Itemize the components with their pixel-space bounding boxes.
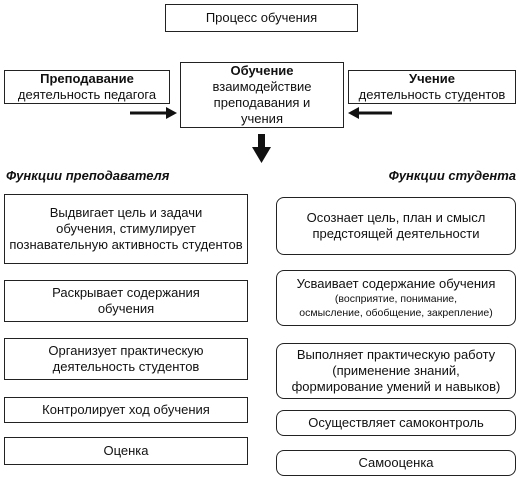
learning-core-line3: учения (241, 111, 283, 126)
teacher-functions-heading: Функции преподавателя (6, 168, 170, 183)
student-function-self-control: Осуществляет самоконтроль (276, 410, 516, 436)
text-line-small: (восприятие, понимание, (334, 293, 458, 305)
text-line: (применение знаний, (332, 363, 460, 378)
student-function-practical-work: Выполняет практическую работу (применени… (276, 343, 516, 399)
study-box: Учение деятельность студентов (348, 70, 516, 104)
student-functions-heading: Функции студента (388, 168, 516, 183)
text-line: Выдвигает цель и задачи (49, 205, 203, 220)
learning-core-line1: взаимодействие (212, 79, 312, 94)
process-title-box: Процесс обучения (165, 4, 358, 32)
text-line: обучения, стимулирует (56, 221, 196, 236)
text-line: Раскрывает содержания (52, 285, 200, 300)
text-line: обучения (97, 301, 155, 316)
text-line-small: осмысление, обобщение, закрепление) (299, 307, 493, 319)
teacher-function-content: Раскрывает содержания обучения (4, 280, 248, 322)
teacher-function-assessment: Оценка (4, 437, 248, 465)
text-line: познавательную активность студентов (9, 237, 243, 252)
teaching-box: Преподавание деятельность педагога (4, 70, 170, 104)
text-line: Контролирует ход обучения (42, 402, 210, 417)
arrow-study-to-learning (348, 107, 392, 119)
process-title: Процесс обучения (205, 10, 318, 25)
learning-core-line2: преподавания и (213, 95, 311, 110)
student-function-awareness: Осознает цель, план и смысл предстоящей … (276, 197, 516, 255)
student-function-self-assessment: Самооценка (276, 450, 516, 476)
text-line: Организует практическую (48, 343, 204, 358)
arrow-teaching-to-learning (130, 107, 177, 119)
text-line: деятельность студентов (52, 359, 200, 374)
teacher-function-goals: Выдвигает цель и задачи обучения, стимул… (4, 194, 248, 264)
arrow-down-to-functions (252, 134, 271, 163)
text-line: Осознает цель, план и смысл (306, 210, 486, 225)
text-line: Осуществляет самоконтроль (308, 415, 484, 430)
teaching-title: Преподавание (40, 71, 134, 86)
teacher-function-practice: Организует практическую деятельность сту… (4, 338, 248, 380)
study-subtitle: деятельность студентов (358, 87, 506, 102)
teaching-subtitle: деятельность педагога (17, 87, 157, 102)
text-line: предстоящей деятельности (312, 226, 480, 241)
text-line: Оценка (103, 443, 149, 458)
text-line: Выполняет практическую работу (296, 347, 496, 362)
text-line: формирование умений и навыков) (291, 379, 501, 394)
learning-core-title: Обучение (230, 63, 294, 78)
study-title: Учение (409, 71, 455, 86)
text-line: Самооценка (358, 455, 434, 470)
text-line: Усваивает содержание обучения (296, 276, 496, 291)
student-function-assimilation: Усваивает содержание обучения (восприяти… (276, 270, 516, 326)
teacher-function-control: Контролирует ход обучения (4, 397, 248, 423)
learning-core-box: Обучение взаимодействие преподавания и у… (180, 62, 344, 128)
